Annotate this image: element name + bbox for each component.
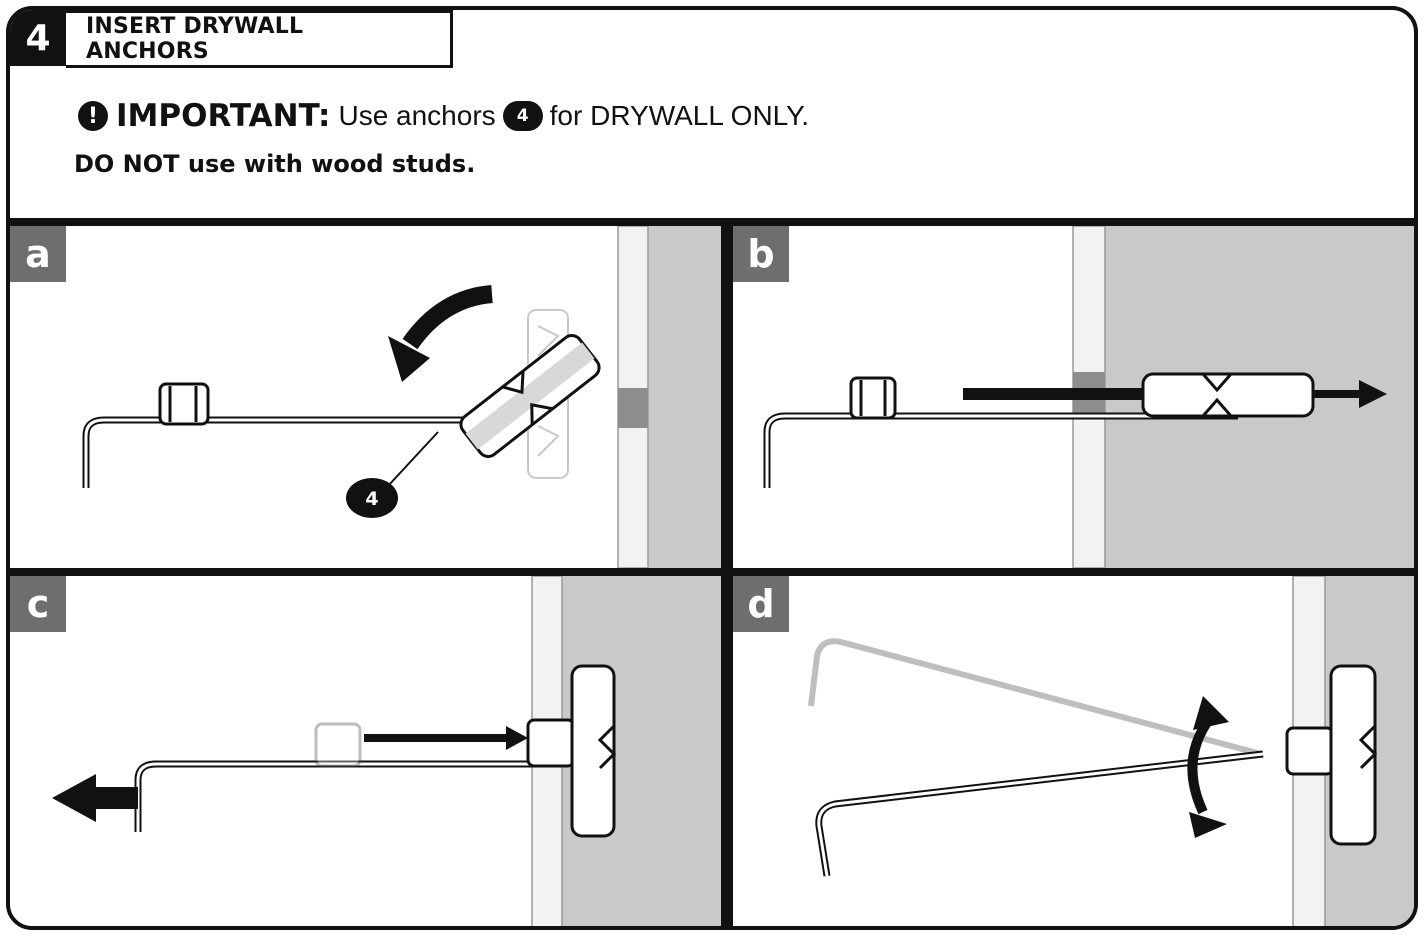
panel-c: c [10, 576, 721, 926]
arrow-right-icon [364, 726, 528, 750]
collar [526, 718, 576, 768]
important-text-before: Use anchors [338, 100, 496, 131]
drywall-hole [618, 388, 648, 428]
anchor-part-badge: 4 [502, 101, 543, 131]
callout-badge [346, 478, 398, 518]
panel-divider-horizontal [10, 568, 1414, 576]
important-notice: ! IMPORTANT: Use anchors 4 for DRYWALL O… [78, 98, 809, 134]
anchor-expanded [1329, 664, 1378, 846]
panel-divider-vertical [721, 226, 733, 926]
setting-tool [82, 382, 520, 488]
step-number: 4 [10, 10, 66, 66]
important-text-after: for DRYWALL ONLY. [549, 100, 810, 131]
step-header: 4 INSERT DRYWALL ANCHORS [10, 10, 453, 68]
arrow-left-icon [52, 774, 138, 822]
setting-tool [815, 750, 1264, 877]
important-label: IMPORTANT: [116, 98, 331, 134]
wall-cavity [648, 226, 721, 568]
drill-bit [963, 388, 1143, 400]
collar [1285, 726, 1335, 776]
anchor-horizontal [1141, 372, 1315, 418]
rotate-bidirectional-icon [1187, 696, 1229, 838]
panel-a-label: a [10, 226, 66, 282]
wood-stud-warning: DO NOT use with wood studs. [74, 150, 476, 178]
panel-c-illustration [52, 576, 721, 926]
panel-d-illustration [808, 576, 1414, 926]
rotate-arrow-icon [388, 285, 493, 382]
exclamation-icon: ! [78, 101, 108, 131]
panel-d: d [733, 576, 1414, 926]
panel-b: b [733, 226, 1414, 568]
collar-ghost [314, 722, 362, 768]
panel-b-label: b [733, 226, 789, 282]
instruction-card: 4 INSERT DRYWALL ANCHORS ! IMPORTANT: Us… [6, 6, 1418, 930]
anchor-tilted [459, 334, 601, 458]
setting-tool [134, 760, 550, 832]
tool-ghost [808, 638, 1262, 757]
setting-tool [763, 376, 1238, 488]
arrow-right-icon [1313, 380, 1387, 408]
step-title: INSERT DRYWALL ANCHORS [66, 10, 453, 68]
panel-c-label: c [10, 576, 66, 632]
panel-d-label: d [733, 576, 789, 632]
panel-b-illustration [763, 226, 1414, 568]
panel-a: a [10, 226, 721, 568]
callout-leader [387, 431, 439, 487]
callout-number: 4 [365, 488, 378, 510]
panel-a-illustration: 4 [82, 226, 721, 568]
header-divider [10, 218, 1414, 226]
anchor-expanded [570, 664, 617, 838]
